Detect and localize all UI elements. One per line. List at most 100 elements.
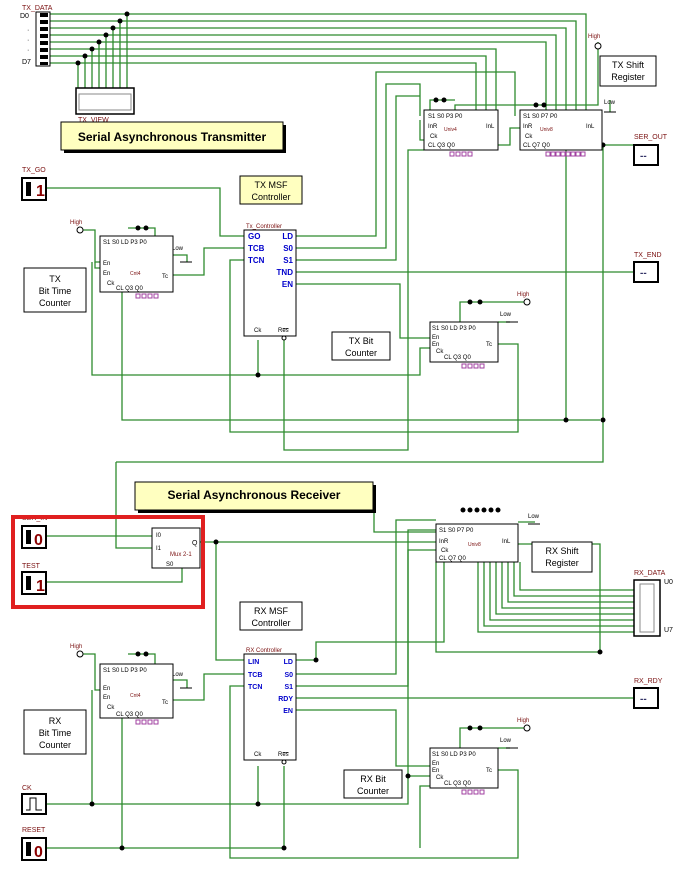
reset-switch[interactable]: RESET 0 [21,827,47,861]
svg-text:TCB: TCB [248,672,262,679]
svg-text:TX Shift: TX Shift [612,60,645,70]
tx-controller: Tx_Controller GO TCB TCN LD S0 S1 TND EN… [243,224,297,341]
test-switch[interactable]: TEST 1 [21,563,47,595]
ck-clock-source[interactable]: CK [21,785,47,815]
svg-text:TCB: TCB [248,244,265,253]
tx-bit-caption: TX Bit Counter [331,331,391,361]
svg-text:RX Shift: RX Shift [545,546,579,556]
svg-text:Tc: Tc [486,342,492,348]
svg-text:LD: LD [282,232,293,241]
svg-text:CL Q7 Q0: CL Q7 Q0 [439,556,466,562]
svg-text:TCN: TCN [248,256,265,265]
svg-text:Serial Asynchronous Transmitte: Serial Asynchronous Transmitter [78,130,267,144]
tx-shift-caption: TX Shift Register [599,55,657,87]
svg-text:InR: InR [439,539,449,545]
rx-bit-time-cnt4: High Low S1 S0 LD P3 P0 En En Cnt4 Tc Ck… [70,644,192,725]
svg-text:En: En [103,271,110,277]
svg-text:Ck: Ck [430,134,438,140]
svg-text:High: High [70,644,82,650]
svg-text:High: High [517,292,529,298]
test-value: 1 [36,578,45,595]
ser-in-value: 0 [34,532,43,549]
tx-bit-cnt4: High Low S1 S0 LD P3 P0 En En Tc Ck CL Q… [429,292,531,369]
svg-text:Cnt4: Cnt4 [130,271,141,277]
svg-text:En: En [432,342,439,348]
svg-text:EN: EN [283,708,293,715]
svg-text:High: High [517,718,529,724]
svg-text:GO: GO [248,232,260,241]
svg-text:TCN: TCN [248,684,262,691]
svg-text:High: High [70,220,82,226]
svg-text:RDY: RDY [278,696,293,703]
svg-text:S0: S0 [284,672,293,679]
tx-go-value: 1 [36,183,45,200]
rx-rdy-indicator: RX_RDY -- [633,678,663,709]
svg-text:S1 S0 LD P3 P0: S1 S0 LD P3 P0 [432,326,476,332]
svg-text:Serial Asynchronous Receiver: Serial Asynchronous Receiver [168,488,341,502]
svg-text:RX Controller: RX Controller [246,648,282,654]
rx-controller: RX Controller LIN TCB TCN LD S0 S1 RDY E… [243,648,297,765]
svg-text:TX Bit: TX Bit [349,336,374,346]
svg-text:Low: Low [172,246,184,252]
svg-text:Low: Low [500,312,512,318]
svg-text:Res: Res [278,752,289,758]
svg-text:--: -- [640,268,647,279]
svg-text:Mux 2-1: Mux 2-1 [170,552,192,558]
d7-label: D7 [22,59,31,66]
svg-text:CL Q7 Q0: CL Q7 Q0 [523,143,550,149]
junctions [75,11,606,851]
svg-text:S1: S1 [283,256,293,265]
svg-text:Bit Time: Bit Time [39,286,72,296]
svg-text:Ck: Ck [525,134,533,140]
tx-view-label: TX_VIEW [78,117,109,124]
tx-shift-low: Low [604,100,616,113]
svg-text:TX MSF: TX MSF [255,180,289,190]
svg-text:Controller: Controller [251,192,290,202]
svg-text:Ck: Ck [254,752,262,758]
tx-go-switch[interactable]: TX_GO 1 [21,167,47,201]
switch-dots: · [27,27,29,34]
svg-text:Counter: Counter [345,348,377,358]
tx-msf-caption: TX MSF Controller [239,175,303,205]
svg-text:En: En [432,768,439,774]
svg-text:Res: Res [278,328,289,334]
d0-label: D0 [20,13,29,20]
svg-text:Q: Q [192,540,198,547]
ser-in-switch[interactable]: SER_IN 0 [21,515,47,549]
svg-text:Bit Time: Bit Time [39,728,72,738]
svg-text:Univ8: Univ8 [468,542,481,548]
reset-label: RESET [22,827,46,834]
svg-text:InL: InL [502,539,511,545]
svg-text:RX_DATA: RX_DATA [634,570,666,577]
rx-data-display: RX_DATA U0 U7 [633,570,673,637]
tx-data-switch[interactable]: TX_DATA D0 D7 · · · [20,5,53,67]
svg-text:InL: InL [486,124,495,130]
svg-text:Low: Low [528,514,540,520]
svg-text:Tc: Tc [162,700,168,706]
svg-text:Low: Low [604,100,616,106]
svg-text:S1 S0 LD P3 P0: S1 S0 LD P3 P0 [103,668,147,674]
svg-text:Low: Low [500,738,512,744]
svg-text:S1 S0 P3 P0: S1 S0 P3 P0 [428,114,463,120]
svg-text:I0: I0 [156,533,162,539]
tx-bit-time-cnt4: High Low S1 S0 LD P3 P0 En En Cnt4 Tc Ck… [70,220,192,299]
reset-value: 0 [34,844,43,861]
test-label: TEST [22,563,41,570]
svg-text:Ck: Ck [436,349,444,355]
svg-text:CL Q3 Q0: CL Q3 Q0 [116,712,143,718]
svg-text:RX_RDY: RX_RDY [634,678,663,685]
svg-text:High: High [588,34,600,40]
receiver-title: Serial Asynchronous Receiver [134,481,376,513]
svg-text:Low: Low [172,672,184,678]
svg-text:S0: S0 [283,244,293,253]
svg-text:Ck: Ck [107,281,115,287]
svg-text:S1: S1 [284,684,293,691]
tx-data-label: TX_DATA [22,5,53,12]
svg-text:Cnt4: Cnt4 [130,693,141,699]
svg-text:Counter: Counter [39,298,71,308]
rx-bit-caption: RX Bit Counter [343,769,403,799]
svg-text:S1 S0 LD P3 P0: S1 S0 LD P3 P0 [103,240,147,246]
svg-text:Counter: Counter [357,786,389,796]
svg-text:S1 S0 LD P3 P0: S1 S0 LD P3 P0 [432,752,476,758]
